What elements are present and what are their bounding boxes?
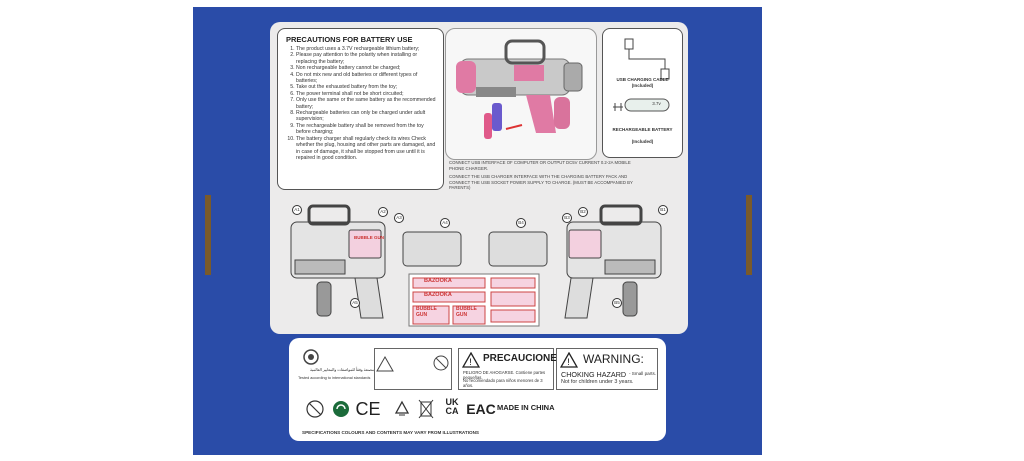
arabic-warning-box	[374, 348, 452, 390]
precauciones-title: PRECAUCIONES:	[483, 353, 567, 364]
gun-side-label: BUBBLE GUN	[354, 235, 384, 240]
precaution-item: Take out the exhausted battery from the …	[296, 84, 437, 90]
charging-instructions: CONNECT USB INTERFACE OF COMPUTER OR OUT…	[449, 160, 639, 194]
box-flap-right	[746, 195, 752, 275]
charging-step-1: CONNECT USB INTERFACE OF COMPUTER OR OUT…	[449, 160, 631, 171]
footer-disclaimer: SPECIFICATIONS COLOURS AND CONTENTS MAY …	[302, 430, 479, 435]
ukca-bottom: CA	[445, 406, 459, 416]
marker-b4: B4	[516, 218, 526, 228]
parts-diagram	[290, 204, 662, 327]
sticker-4: BUBBLE GUN	[456, 306, 477, 318]
warning-triangle-icon: !	[462, 352, 480, 368]
marker-a5: A5	[350, 298, 360, 308]
marker-a1: A1	[292, 205, 302, 215]
tested-text: Tested according to international standa…	[298, 376, 371, 380]
not-for-children: Not for children under 3 years.	[561, 379, 634, 385]
green-dot-icon	[332, 400, 350, 418]
precautions-title: PRECAUTIONS FOR BATTERY USE	[286, 35, 413, 44]
eac-mark: EAC	[466, 401, 496, 417]
ukca-top: UK	[445, 397, 459, 407]
svg-text:!: !	[567, 357, 570, 367]
sticker-1: BAZOOKA	[424, 278, 452, 284]
usb-cable-note: (Included)	[631, 83, 654, 88]
precaution-item: Please pay attention to the polarity whe…	[296, 52, 437, 65]
warning-title: WARNING:	[583, 352, 644, 366]
small-parts: - Small parts.	[629, 371, 657, 376]
charging-step-2: CONNECT THE USB CHARGER INTERFACE WITH T…	[449, 174, 633, 190]
marker-a4: A4	[440, 218, 450, 228]
precautions-list: The product uses a 3.7V rechargeable lit…	[278, 46, 443, 161]
precaution-item: Do not mix new and old batteries or diff…	[296, 72, 437, 85]
spanish-precautions-box: ! PRECAUCIONES: PELIGRO DE AHOGARSE. Con…	[458, 348, 567, 390]
svg-text:!: !	[469, 357, 472, 367]
ukca-mark: UK CA	[440, 398, 464, 416]
standards-logo-icon	[300, 348, 322, 366]
precaution-item: The power terminal shall not be short ci…	[296, 91, 437, 97]
accessories-card: USB CHARGING CABLE (Included) 3.7v RECHA…	[602, 28, 683, 158]
marker-a3: A3	[394, 213, 404, 223]
recycle-icon	[392, 400, 412, 418]
product-image-card	[445, 28, 597, 160]
choking-warning-box: ! WARNING: CHOKING HAZARD - Small parts.…	[556, 348, 658, 390]
precautions-card: PRECAUTIONS FOR BATTERY USE The product …	[277, 28, 444, 190]
precauciones-line-2: No recomendado para niños menores de 3 a…	[463, 378, 543, 389]
precaution-item: The rechargeable battery shall be remove…	[296, 123, 437, 136]
battery-voltage: 3.7v	[652, 101, 661, 106]
marker-b5: B5	[612, 298, 622, 308]
made-in-china: MADE IN CHINA	[497, 403, 555, 412]
ce-mark: CE	[355, 398, 381, 419]
bubble-gun-illustration	[456, 39, 583, 139]
precaution-item: Non rechargeable battery cannot be charg…	[296, 65, 437, 71]
marker-b3: B3	[562, 213, 572, 223]
sticker-2: BAZOOKA	[424, 292, 452, 298]
marker-b2: B2	[578, 207, 588, 217]
sticker-3: BUBBLE GUN	[416, 306, 437, 318]
precauciones-line-1: PELIGRO DE AHOGARSE. Contiene partes peq…	[463, 370, 546, 381]
marker-a2: A2	[378, 207, 388, 217]
usb-cable-label: USB CHARGING CABLE	[616, 77, 669, 82]
precaution-item: The product uses a 3.7V rechargeable lit…	[296, 46, 437, 52]
battery-label: RECHARGEABLE BATTERY	[612, 127, 673, 132]
box-flap-left	[205, 195, 211, 275]
choking-hazard: CHOKING HAZARD	[561, 370, 627, 379]
warning-triangle-icon: !	[560, 352, 578, 368]
precaution-item: The battery charger shall regularly chec…	[296, 136, 437, 162]
battery-note: (Included)	[631, 139, 654, 144]
wheelie-bin-crossed-icon	[418, 398, 434, 420]
precaution-item: Only use the same or the same battery as…	[296, 97, 437, 110]
precaution-item: Rechargeable batteries can only be charg…	[296, 110, 437, 123]
age-restriction-icon	[306, 400, 324, 418]
marker-b1: B1	[658, 205, 668, 215]
tested-arabic: مصنعة وفقاً للمواصفات والمعايير العالمية	[309, 368, 374, 372]
